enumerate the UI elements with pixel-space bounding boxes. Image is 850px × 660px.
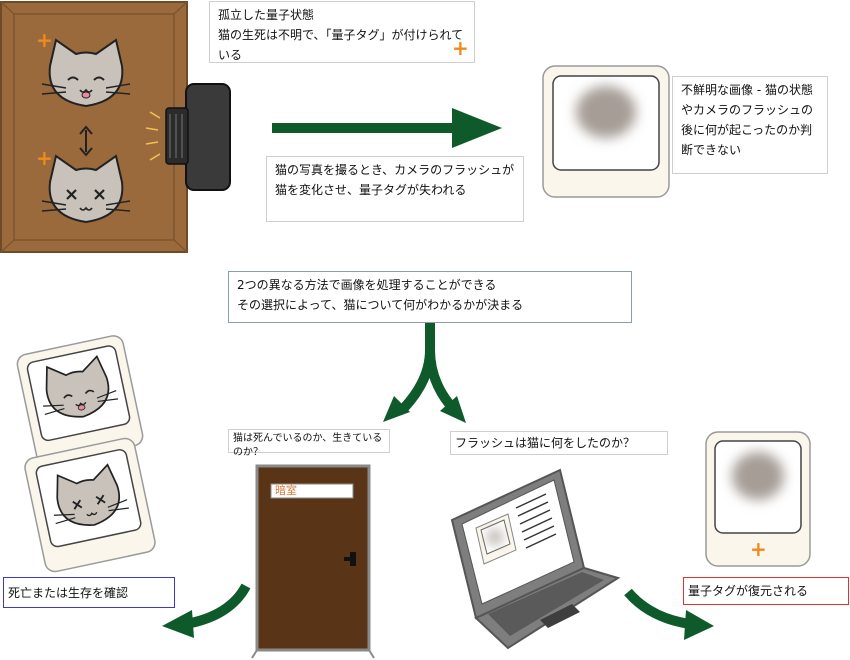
laptop-screen-photo-icon	[475, 513, 517, 565]
flash-rays-icon	[145, 111, 161, 161]
confirm-text: 死亡または生存を確認	[8, 586, 129, 600]
caption-what-flash-did: フラッシュは猫に何をしたのか？	[450, 431, 668, 455]
darkroom-door-icon	[251, 464, 375, 659]
restore-arrow	[624, 588, 714, 640]
isolated-state-body: 猫の生死は不明で、「量子タグ」が付けられている	[218, 28, 464, 62]
camera-icon	[145, 83, 231, 191]
what-flash-did-text: フラッシュは猫に何をしたのか？	[455, 436, 636, 450]
confirm-arrow	[162, 583, 251, 638]
blurry-text: 不鮮明な画像 - 猫の状態やカメラのフラッシュの後に何が起こったのか判断できない	[681, 83, 814, 157]
caption-blurry: 不鮮明な画像 - 猫の状態やカメラのフラッシュの後に何が起こったのか判断できない	[672, 76, 828, 174]
darkroom-sign: 暗室	[275, 484, 297, 497]
quantum-box: + +	[0, 1, 188, 253]
caption-confirm: 死亡または生存を確認	[3, 577, 175, 608]
caption-isolated-state: 孤立した量子状態 猫の生死は不明で、「量子タグ」が付けられている	[209, 1, 475, 63]
split-arrow	[400, 322, 454, 412]
photo-dead-icon	[24, 437, 156, 573]
dead-or-alive-text: 猫は死んでいるのか、生きているのか？	[233, 433, 383, 458]
caption-dead-or-alive: 猫は死んでいるのか、生きているのか？	[228, 429, 390, 458]
superposition-arrow-icon	[79, 125, 93, 157]
photo-alive-icon	[16, 335, 144, 465]
flash-arrow	[272, 108, 502, 148]
quantum-plus-icon: +	[452, 36, 469, 60]
laptop-icon	[450, 468, 621, 650]
split-arrow-right-head	[440, 396, 466, 423]
caption-flash: 猫の写真を撮るとき、カメラのフラッシュが猫を変化させ、量子タグが失われる	[266, 156, 524, 222]
flash-text: 猫の写真を撮るとき、カメラのフラッシュが猫を変化させ、量子タグが失われる	[275, 163, 515, 197]
split-arrow-left-head	[383, 396, 410, 422]
quantum-plus-icon: +	[36, 28, 53, 52]
process-line-2: その選択によって、猫について何がわかるかが決まる	[237, 298, 524, 312]
blurry-photo-icon	[542, 65, 670, 198]
restored-text: 量子タグが復元される	[688, 584, 809, 598]
process-line-1: 2つの異なる方法で画像を処理することができる	[237, 278, 497, 292]
quantum-plus-icon: +	[750, 537, 767, 561]
caption-process: 2つの異なる方法で画像を処理することができる その選択によって、猫について何がわ…	[228, 271, 632, 323]
caption-restored: 量子タグが復元される	[683, 577, 849, 605]
restored-photo-icon: +	[705, 431, 811, 567]
quantum-plus-icon: +	[36, 146, 53, 170]
isolated-state-title: 孤立した量子状態	[218, 8, 315, 22]
laptop-screen-text-lines	[515, 493, 557, 549]
